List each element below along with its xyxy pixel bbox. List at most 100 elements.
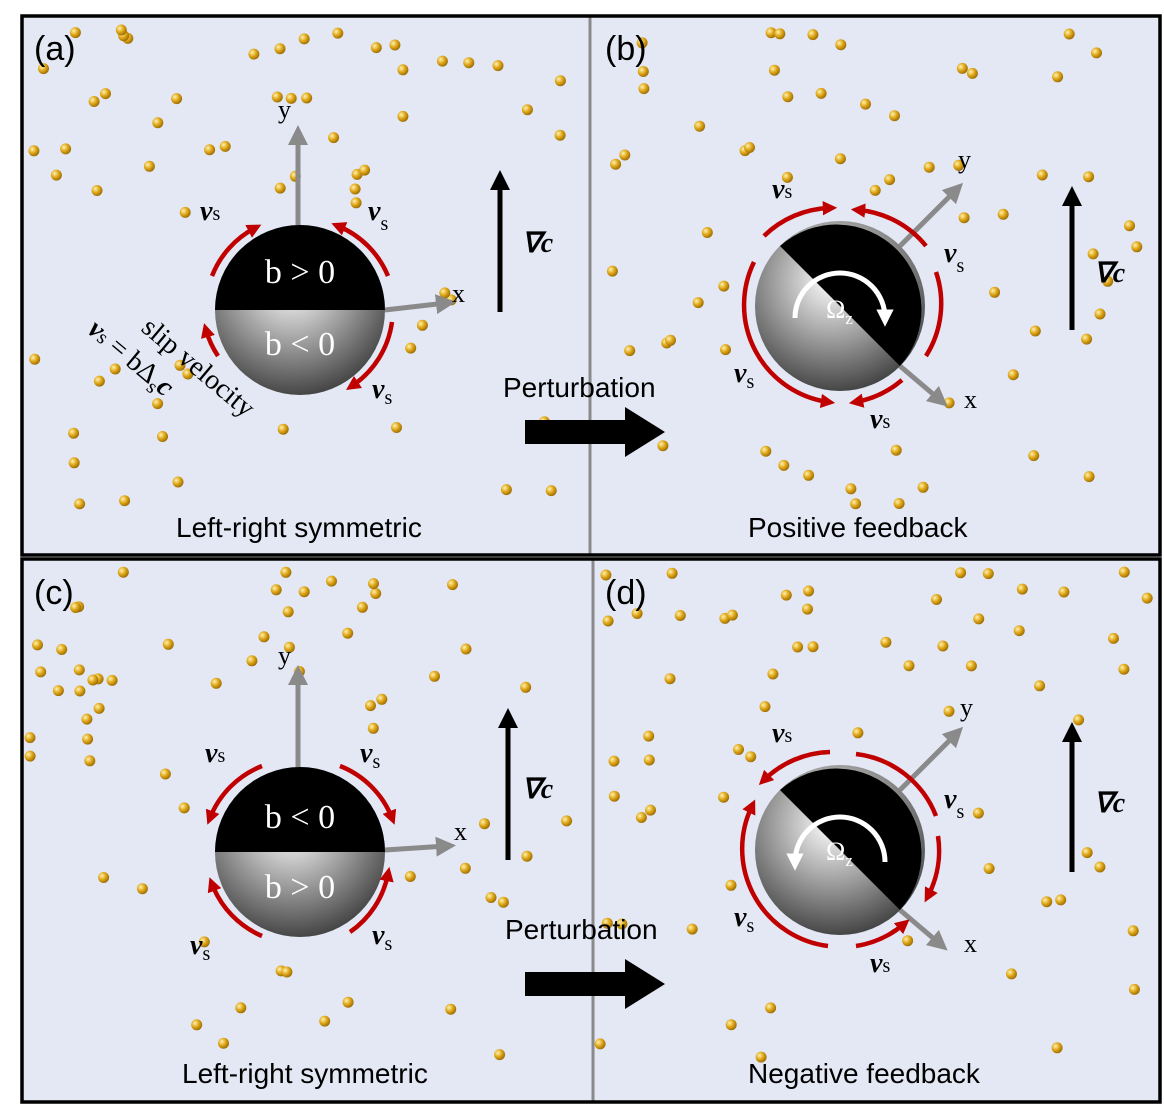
solute-particle	[989, 286, 1001, 298]
solute-particle	[171, 93, 183, 105]
solute-particle	[643, 754, 655, 766]
solute-particle	[701, 227, 713, 238]
solute-particle	[280, 566, 292, 578]
solute-particle	[179, 206, 191, 218]
solute-particle	[720, 344, 731, 356]
slip-arrow-d-upper-right	[855, 751, 939, 817]
solute-particle	[834, 153, 846, 165]
solute-particle	[725, 879, 737, 891]
solute-particle	[1108, 632, 1119, 644]
solute-particle	[459, 862, 471, 874]
slip-label-a-1: vs	[200, 196, 220, 227]
perturbation-arrow-bottom	[525, 959, 665, 1009]
solute-particle	[889, 110, 900, 122]
solute-particle	[74, 498, 86, 510]
slip-arrow-c-upper-left	[205, 763, 263, 825]
solute-particle	[725, 1019, 737, 1031]
solute-particle	[50, 169, 62, 181]
janus-particle-a: b > 0 b < 0	[215, 225, 385, 395]
omega-label-d: Ωz	[826, 837, 853, 870]
x-axis-arrow-c	[384, 836, 456, 857]
solute-particle	[664, 673, 676, 685]
panel-label-d: (d)	[605, 574, 647, 612]
solute-particle	[956, 62, 968, 74]
solute-particle	[759, 701, 771, 713]
solute-particle	[1127, 925, 1139, 937]
solute-particle	[389, 39, 401, 51]
solute-particle	[1041, 896, 1053, 908]
solute-particle	[686, 923, 698, 935]
solute-particle	[835, 39, 847, 51]
solute-particle	[815, 87, 827, 99]
solute-particle	[319, 1015, 331, 1027]
x-axis-label-c: x	[454, 817, 467, 846]
solute-particle	[890, 444, 902, 456]
solute-particle	[768, 64, 780, 76]
solute-particle	[982, 568, 994, 580]
x-axis-label-a: x	[452, 279, 465, 308]
solute-particle	[645, 804, 656, 816]
slip-label-c-1: vs	[205, 738, 225, 769]
gradient-label-d: ∇c	[1094, 788, 1126, 819]
solute-particle	[68, 457, 80, 469]
solute-particle	[600, 569, 612, 581]
solute-particle	[74, 685, 86, 697]
x-axis-arrow-d	[898, 908, 948, 951]
solute-particle	[93, 702, 105, 714]
solute-particle	[460, 643, 472, 655]
solute-particle	[1052, 71, 1064, 83]
solute-particle	[500, 484, 512, 496]
solute-particle	[1091, 47, 1102, 59]
solute-particle	[745, 751, 757, 763]
solute-particle	[852, 727, 864, 739]
solute-particle	[494, 1049, 506, 1061]
rotation-arrow-d	[786, 814, 888, 871]
solute-particle	[1029, 325, 1041, 337]
solute-particle	[73, 664, 85, 676]
solute-particle	[370, 42, 382, 54]
slip-arrow-b-upper-left	[762, 200, 838, 238]
solute-particle	[1016, 583, 1028, 595]
solute-particle	[24, 732, 36, 744]
solute-particle	[1007, 369, 1019, 381]
slip-arrow-b-lower	[848, 378, 904, 408]
solute-particle	[81, 713, 93, 725]
solute-particle	[70, 602, 82, 613]
solute-particle	[601, 917, 613, 929]
solute-particle	[178, 802, 190, 814]
solute-particle	[545, 485, 557, 497]
solute-particle	[35, 666, 47, 678]
solute-particle	[520, 681, 532, 693]
slip-arrow-a-upper-right	[331, 222, 391, 277]
slip-arrow-d-left	[740, 799, 829, 949]
solute-particle	[1141, 592, 1153, 604]
solute-particle	[1124, 220, 1135, 232]
solute-particle	[1128, 983, 1140, 995]
solute-particle	[235, 1002, 247, 1014]
solute-particle	[204, 144, 216, 156]
y-axis-label-a: y	[278, 95, 291, 124]
omega-label-b: Ωz	[826, 295, 853, 328]
solute-particle	[602, 615, 614, 627]
perturbation-label-top: Perturbation	[503, 372, 656, 403]
solute-particle	[1006, 968, 1017, 980]
solute-particle	[937, 640, 949, 652]
solute-particle	[367, 722, 379, 734]
solute-particle	[802, 603, 813, 615]
particle-field	[24, 24, 1153, 1063]
solute-particle	[760, 445, 772, 457]
solute-particle	[903, 660, 915, 672]
slip-arrow-d-upper-left	[758, 749, 831, 786]
solute-particle	[1102, 275, 1114, 287]
solute-particle	[82, 733, 94, 745]
solute-particle	[248, 48, 260, 60]
x-axis-arrow-b	[898, 364, 948, 407]
solute-particle	[88, 96, 100, 107]
bottom-hemisphere-label-a: b < 0	[265, 326, 335, 363]
solute-particle	[1028, 450, 1040, 462]
x-axis-label-d: x	[964, 929, 977, 958]
solute-particle	[638, 83, 650, 95]
border-top	[20, 14, 1162, 557]
solute-particle	[1073, 714, 1085, 726]
